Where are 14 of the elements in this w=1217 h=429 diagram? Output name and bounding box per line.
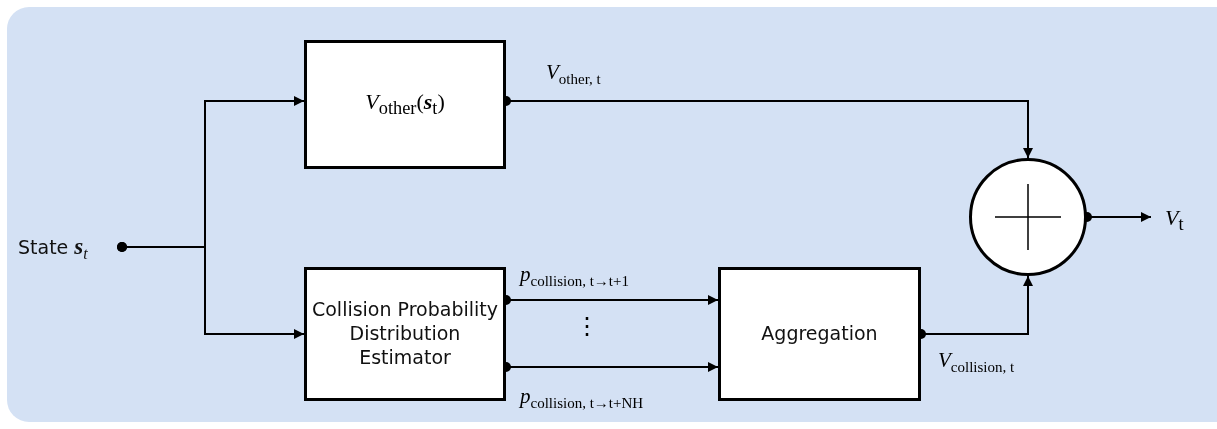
process-box	[304, 267, 506, 401]
ellipsis-label: ⋮	[575, 312, 599, 340]
box-label: Collision Probability Distribution Estimator	[310, 298, 500, 370]
process-box	[718, 267, 921, 401]
edge-label: V$_{collision, t}$	[938, 348, 1015, 377]
output-label: V$_{t}$	[1165, 202, 1201, 234]
input-label: State s$_{t}$	[18, 232, 114, 262]
summing-junction	[969, 158, 1087, 276]
process-box	[304, 40, 506, 169]
box-label: Aggregation	[761, 322, 878, 346]
edge-label: V$_{other, t}$	[546, 60, 601, 89]
edge-label: p$_{collision, t→t+1}$	[520, 262, 629, 291]
arrow	[117, 242, 305, 339]
box-label: V$_{other}$(s$_{t}$)	[365, 89, 445, 120]
